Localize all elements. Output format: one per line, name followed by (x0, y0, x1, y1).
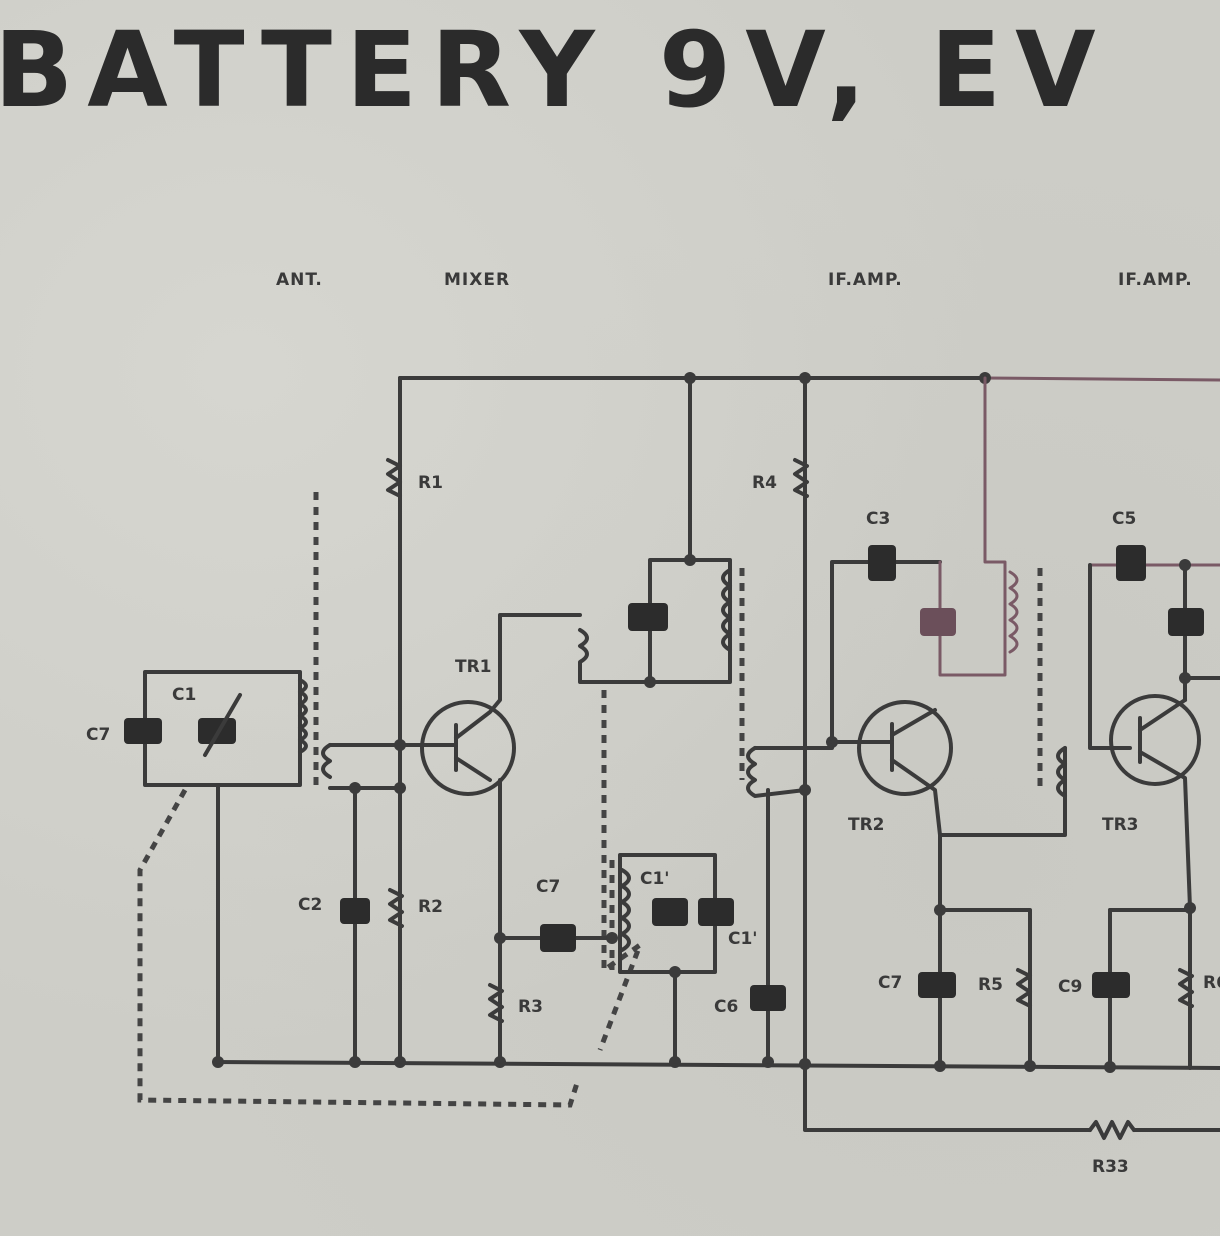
page-title: BATTERY 9V, EV (0, 9, 1110, 131)
label-r2: R2 (418, 897, 443, 917)
stage-label-mixer: MIXER (444, 270, 511, 290)
tr3-label: TR3 (1102, 815, 1139, 835)
label-r33: R33 (1092, 1157, 1129, 1177)
tr2-label: TR2 (848, 815, 885, 835)
label-c7-mid: C7 (536, 877, 560, 897)
label-c9: C9 (1058, 977, 1082, 997)
stage-label-if-amp-1: IF.AMP. (828, 270, 903, 290)
label-c6: C6 (714, 997, 738, 1017)
tr1-label: TR1 (455, 657, 492, 677)
label-r6: R6 (1203, 973, 1220, 993)
tr1-circuit (321, 376, 618, 1064)
if-transformer-1 (578, 376, 732, 688)
top-supply-rail (398, 372, 1220, 384)
label-r3: R3 (518, 997, 543, 1017)
oscillator-tank (618, 853, 734, 1064)
label-c3: C3 (866, 509, 890, 529)
label-c1-prime-top: C1' (640, 869, 670, 889)
label-c1-prime-right: C1' (728, 929, 758, 949)
return-line (803, 376, 1220, 1140)
label-c7-low: C7 (878, 973, 902, 993)
label-r1: R1 (418, 473, 443, 493)
label-c2: C2 (298, 895, 322, 915)
tr3-circuit (1056, 545, 1220, 1070)
stage-label-ant: ANT. (276, 270, 323, 290)
label-c1: C1 (172, 685, 196, 705)
tr2-circuit (746, 376, 1067, 1068)
label-c5: C5 (1112, 509, 1136, 529)
label-r5: R5 (978, 975, 1003, 995)
label-c7-left: C7 (86, 725, 110, 745)
ground-rail (212, 1056, 1220, 1073)
antenna-tuned-circuit (124, 670, 308, 1064)
gang-link-dashed (137, 788, 581, 1108)
label-r4: R4 (752, 473, 777, 493)
stage-label-if-amp-2: IF.AMP. (1118, 270, 1193, 290)
